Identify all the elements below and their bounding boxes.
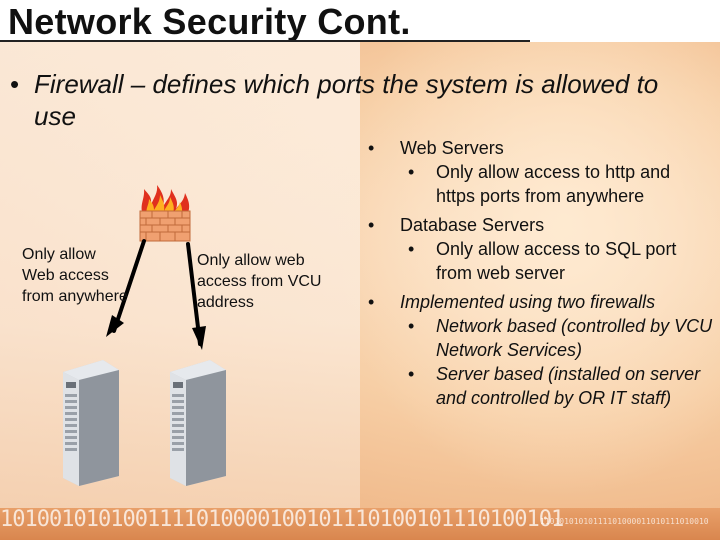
list-item-text: Implemented using two firewalls	[400, 292, 656, 312]
server-icon	[63, 360, 119, 486]
list-item: • Implemented using two firewalls	[368, 290, 713, 314]
bullet-dot: •	[408, 162, 415, 182]
list-item: • Server based (installed on server and c…	[368, 362, 713, 410]
caption-web-access: Only allow Web access from anywhere	[22, 246, 128, 305]
caption-vcu-access: Only allow web access from VCU address	[197, 252, 322, 311]
list-item-text: Only allow access to http and https port…	[436, 162, 671, 206]
bullet-dot: •	[368, 292, 375, 312]
main-bullet: • Firewall – defines which ports the sys…	[10, 68, 690, 132]
title-underline	[0, 40, 530, 42]
binary-small-text: 11010101010111101000011010111010010	[540, 517, 709, 526]
arrow-icon	[186, 242, 206, 350]
arrow-icon	[106, 239, 146, 337]
bullet-dot: •	[10, 69, 20, 99]
list-item: • Database Servers	[368, 213, 713, 237]
bullet-dot: •	[368, 138, 375, 158]
list-item-text: Web Servers	[400, 138, 504, 158]
server-icon	[170, 360, 226, 486]
firewall-icon	[139, 185, 191, 242]
bullet-dot: •	[408, 364, 415, 384]
list-item-text: Only allow access to SQL port from web s…	[436, 239, 677, 283]
slide-title: Network Security Cont.	[8, 1, 411, 42]
binary-band: 1010010101001111010000100101110100101110…	[0, 508, 720, 540]
bullet-dot: •	[408, 239, 415, 259]
list-item: • Network based (controlled by VCU Networ…	[368, 314, 713, 362]
list-item-text: Network based (controlled by VCU Network…	[436, 316, 713, 360]
list-item-text: Database Servers	[400, 215, 545, 235]
detail-bullet-list: • Web Servers • Only allow access to http a…	[368, 136, 713, 410]
main-bullet-text: Firewall – defines which ports the syste…	[34, 69, 659, 131]
list-item: • Web Servers	[368, 136, 713, 160]
list-item-text: Server based (installed on server and co…	[436, 364, 701, 408]
list-item: • Only allow access to http and https por…	[368, 160, 713, 208]
background-glow	[330, 40, 720, 500]
bullet-dot: •	[408, 316, 415, 336]
list-item: • Only allow access to SQL port from web …	[368, 237, 713, 285]
title-bar: Network Security Cont.	[0, 0, 720, 42]
bullet-dot: •	[368, 215, 375, 235]
binary-text: 1010010101001111010000100101110100101110…	[0, 508, 564, 532]
